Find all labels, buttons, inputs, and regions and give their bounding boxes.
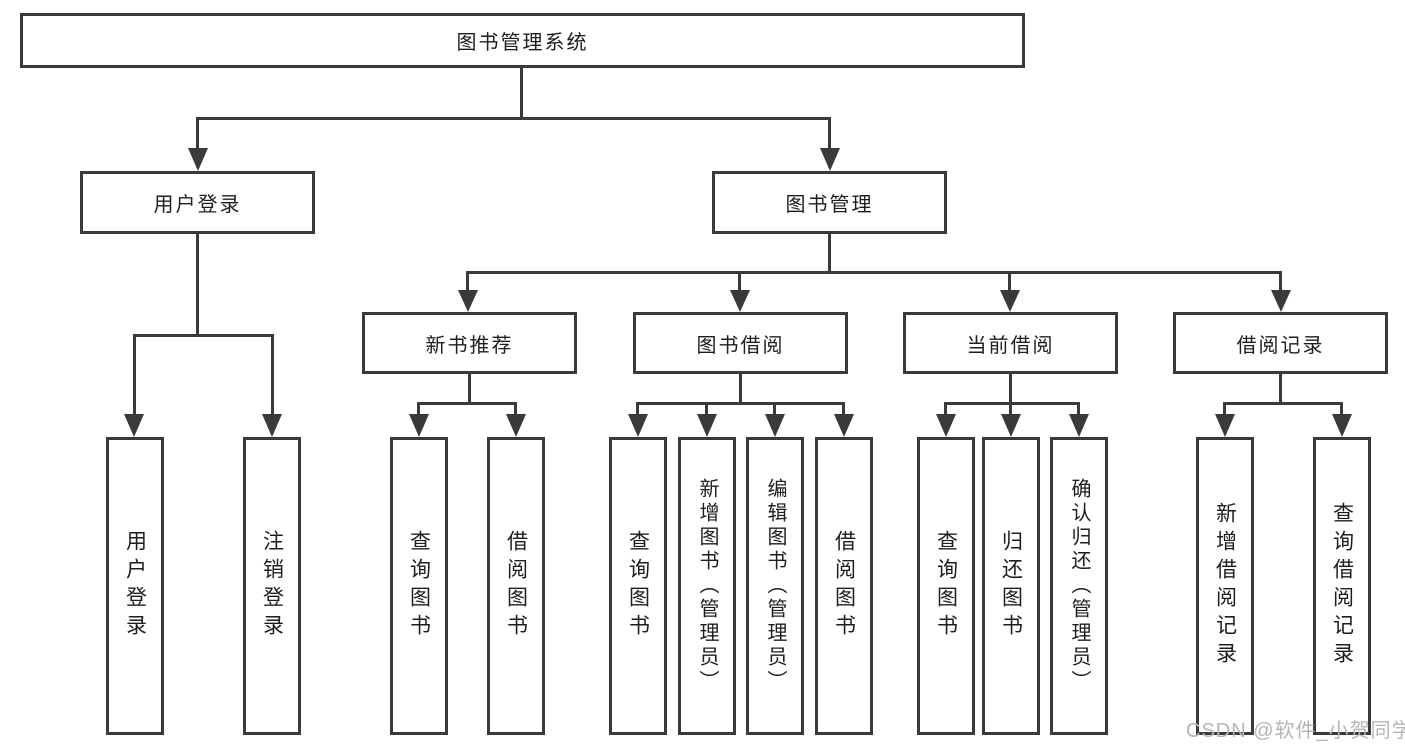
- connector-line-v: [773, 402, 776, 417]
- connector-line-v: [468, 374, 471, 405]
- arrow-down-icon: [1332, 414, 1352, 437]
- connector-line-v: [636, 402, 639, 417]
- node-label: 新增图书（管理员）: [696, 478, 718, 694]
- connector-line-v: [842, 402, 845, 417]
- leaf-add-books-admin: 新增图书（管理员）: [678, 437, 736, 735]
- node-label: 确认归还（管理员）: [1068, 478, 1090, 694]
- leaf-borrow-books-recommend: 借阅图书: [487, 437, 545, 735]
- arrow-down-icon: [1001, 414, 1021, 437]
- node-label: 当前借阅: [966, 334, 1055, 357]
- connector-line-h: [133, 334, 274, 337]
- node-label: 查询图书: [626, 530, 650, 642]
- connector-line-v: [1279, 374, 1282, 405]
- node-book-borrowing: 图书借阅: [633, 312, 848, 374]
- arrow-down-icon: [1271, 290, 1291, 312]
- connector-line-v: [1009, 374, 1012, 405]
- connector-line-v: [196, 117, 199, 151]
- leaf-confirm-return-admin: 确认归还（管理员）: [1050, 437, 1108, 735]
- connector-line-h: [1223, 402, 1342, 405]
- node-current-borrowing: 当前借阅: [903, 312, 1118, 374]
- leaf-logout: 注销登录: [243, 437, 301, 735]
- node-label: 新书推荐: [425, 334, 514, 357]
- arrow-down-icon: [628, 414, 648, 437]
- connector-line-v: [739, 374, 742, 405]
- node-library-management-system: 图书管理系统: [20, 13, 1025, 68]
- connector-line-v: [1008, 271, 1011, 293]
- connector-line-v: [705, 402, 708, 417]
- node-label: 借阅图书: [832, 530, 856, 642]
- leaf-borrow-books-borrowing: 借阅图书: [815, 437, 873, 735]
- node-label: 用户登录: [123, 530, 147, 642]
- arrow-down-icon: [936, 414, 956, 437]
- arrow-down-icon: [730, 290, 750, 312]
- connector-line-v: [514, 402, 517, 417]
- node-user-login: 用户登录: [80, 171, 315, 234]
- leaf-query-borrow-record: 查询借阅记录: [1313, 437, 1371, 735]
- connector-line-v: [133, 334, 136, 416]
- connector-line-h: [417, 402, 517, 405]
- connector-line-h: [196, 117, 831, 120]
- node-label: 归还图书: [999, 530, 1023, 642]
- leaf-user-login: 用户登录: [106, 437, 164, 735]
- node-label: 新增借阅记录: [1213, 502, 1237, 670]
- connector-line-v: [271, 334, 274, 416]
- leaf-query-books-borrowing: 查询图书: [609, 437, 667, 735]
- arrow-down-icon: [188, 148, 208, 171]
- connector-line-v: [1223, 402, 1226, 417]
- csdn-watermark: CSDN @软件_小贺同学: [1186, 720, 1405, 742]
- node-label: 查询借阅记录: [1330, 502, 1354, 670]
- node-label: 图书管理系统: [456, 32, 589, 54]
- arrow-down-icon: [1069, 414, 1089, 437]
- connector-line-h: [944, 402, 1080, 405]
- node-book-management: 图书管理: [712, 171, 947, 234]
- arrow-down-icon: [124, 414, 144, 437]
- node-label: 用户登录: [153, 194, 242, 216]
- leaf-query-books-current: 查询图书: [917, 437, 975, 735]
- connector-line-v: [944, 402, 947, 417]
- arrow-down-icon: [765, 414, 785, 437]
- connector-line-v: [828, 117, 831, 151]
- leaf-edit-books-admin: 编辑图书（管理员）: [746, 437, 804, 735]
- node-label: 图书借阅: [696, 334, 785, 357]
- node-label: 借阅图书: [504, 530, 528, 642]
- arrow-down-icon: [506, 414, 526, 437]
- node-label: 借阅记录: [1236, 334, 1325, 357]
- connector-line-h: [636, 402, 845, 405]
- leaf-return-books: 归还图书: [982, 437, 1040, 735]
- node-label: 注销登录: [260, 530, 284, 642]
- arrow-down-icon: [1000, 290, 1020, 312]
- connector-line-h: [466, 271, 1281, 274]
- arrow-down-icon: [697, 414, 717, 437]
- connector-line-v: [1009, 402, 1012, 417]
- connector-line-v: [1077, 402, 1080, 417]
- connector-line-v: [417, 402, 420, 417]
- arrow-down-icon: [262, 414, 282, 437]
- leaf-add-borrow-record: 新增借阅记录: [1196, 437, 1254, 735]
- node-label: 编辑图书（管理员）: [764, 478, 786, 694]
- arrow-down-icon: [834, 414, 854, 437]
- node-borrowing-records: 借阅记录: [1173, 312, 1388, 374]
- connector-line-v: [738, 271, 741, 293]
- connector-line-v: [1279, 271, 1282, 293]
- leaf-query-books-recommend: 查询图书: [390, 437, 448, 735]
- connector-line-v: [1340, 402, 1343, 417]
- connector-line-v: [828, 234, 831, 274]
- connector-line-v: [520, 68, 523, 120]
- connector-line-v: [466, 271, 469, 293]
- node-label: 图书管理: [785, 194, 874, 216]
- node-label: 查询图书: [407, 530, 431, 642]
- arrow-down-icon: [820, 148, 840, 171]
- node-label: 查询图书: [934, 530, 958, 642]
- arrow-down-icon: [409, 414, 429, 437]
- node-new-book-recommendation: 新书推荐: [362, 312, 577, 374]
- connector-line-v: [196, 234, 199, 336]
- arrow-down-icon: [458, 290, 478, 312]
- arrow-down-icon: [1215, 414, 1235, 437]
